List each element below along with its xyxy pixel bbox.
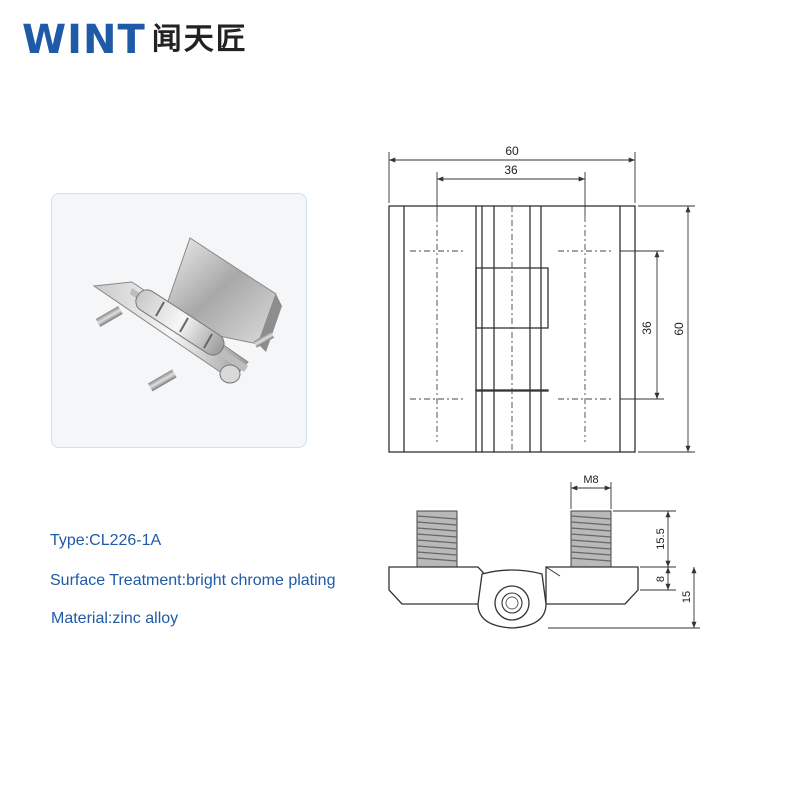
dim-thread-size: M8 xyxy=(583,474,598,486)
spec-surface-treatment: Surface Treatment:bright chrome plating xyxy=(50,572,336,589)
spec-type: Type:CL226-1A xyxy=(50,532,162,549)
dim-side-total-height: 15 xyxy=(681,591,693,603)
front-view xyxy=(388,205,636,453)
brand-name-latin: WINT xyxy=(22,17,146,63)
dim-total-width: 60 xyxy=(505,144,519,158)
dim-plate-thickness: 8 xyxy=(655,576,667,582)
spec-material: Material:zinc alloy xyxy=(51,610,179,627)
dim-total-height: 60 xyxy=(672,322,686,336)
dim-hole-spacing-y: 36 xyxy=(640,321,654,335)
dim-hole-spacing-x: 36 xyxy=(504,163,518,177)
dim-stud-length: 15.5 xyxy=(655,528,667,549)
side-view xyxy=(388,510,639,629)
brand-logo: WINT 闻天匠 xyxy=(22,18,248,62)
brand-name-chinese: 闻天匠 xyxy=(151,22,248,57)
product-photo xyxy=(51,193,307,448)
hinge-illustration xyxy=(92,237,282,392)
